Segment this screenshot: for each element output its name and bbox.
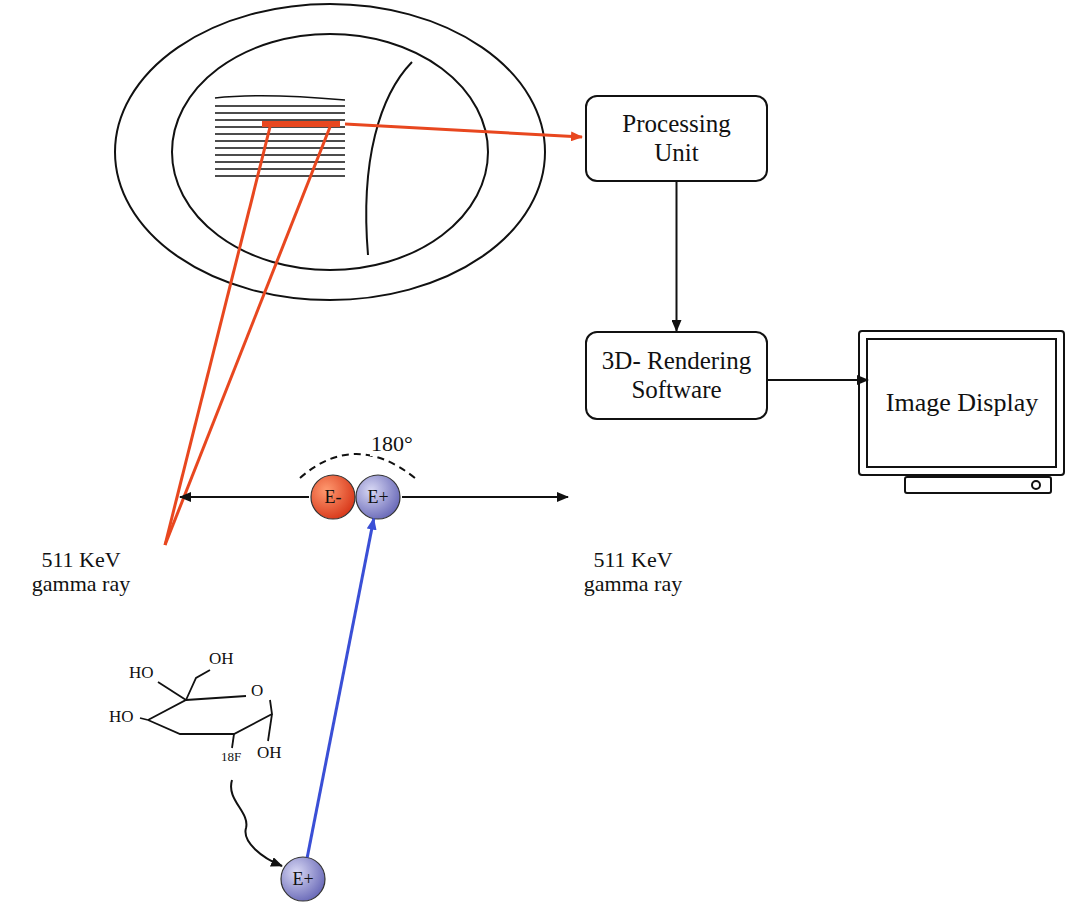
electron-circle: E- xyxy=(311,475,355,519)
node-label: E+ xyxy=(292,869,313,890)
node-label: 3D- Rendering Software xyxy=(597,347,756,405)
positron-circle: E+ xyxy=(356,475,400,519)
positron-circle: E+ xyxy=(281,857,325,901)
flow-arrow xyxy=(768,379,868,381)
annotation-label: 180° xyxy=(370,432,414,456)
process-box: Processing Unit xyxy=(585,95,768,182)
atom-label: HO xyxy=(128,664,155,683)
flow-arrow xyxy=(307,519,374,858)
particle-shape xyxy=(356,475,400,519)
atom-label: O xyxy=(250,682,264,701)
atom-label: HO xyxy=(108,708,135,727)
particle-shape xyxy=(281,857,325,901)
atom-label: OH xyxy=(256,744,283,763)
display-screen: Image Display xyxy=(868,340,1056,466)
flow-arrow xyxy=(676,182,678,331)
annotation-label: 511 KeV gamma ray xyxy=(572,548,694,596)
node-label: E+ xyxy=(367,487,388,508)
process-box: 3D- Rendering Software xyxy=(585,331,768,420)
atom-label: 18F xyxy=(220,750,242,764)
node-label: Processing Unit xyxy=(597,110,756,168)
atom-label: OH xyxy=(208,650,235,669)
emission-arrow xyxy=(231,780,282,866)
particle-shape xyxy=(311,475,355,519)
annotation-label: 511 KeV gamma ray xyxy=(20,548,142,596)
node-label: E- xyxy=(325,487,342,508)
monitor-frame xyxy=(859,331,1064,493)
scanner-ring xyxy=(115,4,545,300)
gamma-paths xyxy=(165,124,582,545)
fdg-molecule xyxy=(140,670,272,748)
node-label: Image Display xyxy=(886,388,1038,418)
